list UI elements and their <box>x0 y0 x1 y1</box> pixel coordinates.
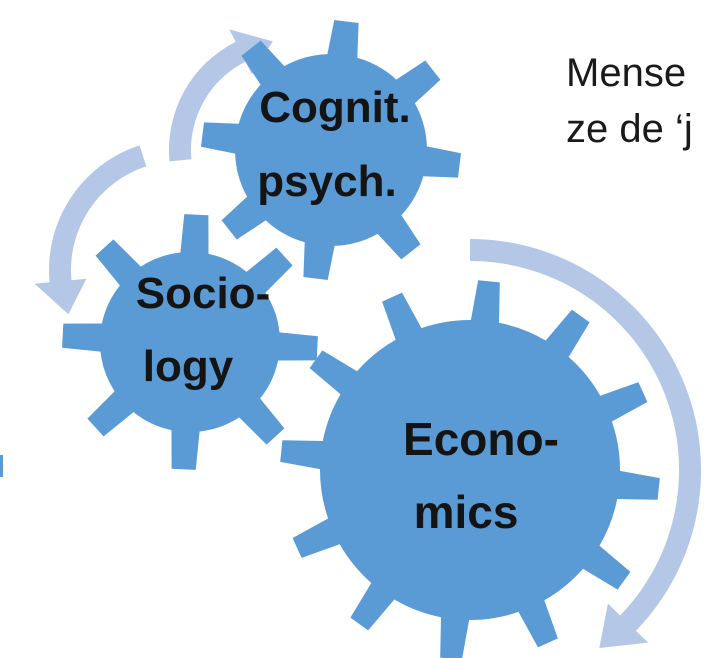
side-text-line1: Mense <box>566 51 686 95</box>
gears <box>62 20 660 658</box>
economics-label-line1: Econo- <box>403 413 559 465</box>
economics-label-line2: mics <box>414 486 519 538</box>
cognitive-psychology-gear-icon <box>201 20 461 280</box>
side-text-line2: ze de ‘j <box>566 107 693 151</box>
cognitive-label-line1: Cognit. <box>259 83 411 132</box>
left-edge-fragment <box>0 455 3 477</box>
economics-gear-icon <box>280 280 660 658</box>
arrow-around-economics <box>470 238 702 648</box>
sociology-gear-icon <box>62 214 318 470</box>
arrow-to-sociology <box>34 145 147 315</box>
sociology-label-line2: logy <box>143 342 234 391</box>
cognitive-label-line2: psych. <box>257 157 396 206</box>
sociology-label-line1: Socio- <box>136 269 270 318</box>
